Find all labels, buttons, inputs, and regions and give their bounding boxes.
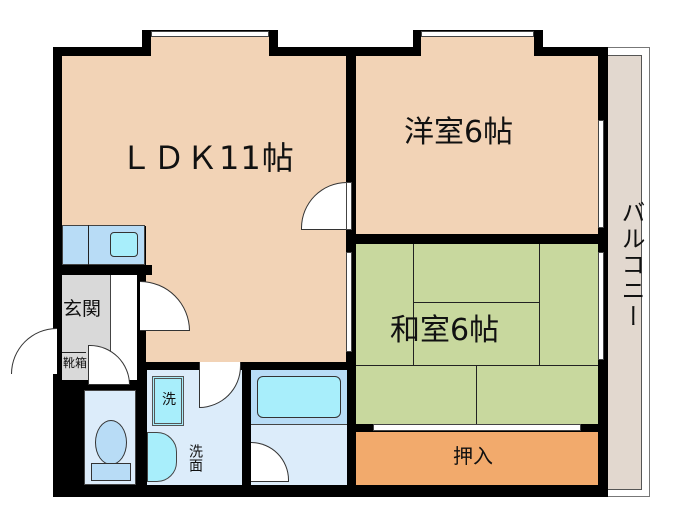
room-western (356, 56, 598, 234)
tatami-line (539, 244, 540, 365)
tatami-line (356, 365, 598, 366)
window-japanese-left (346, 252, 352, 352)
entrance-label: 玄関 (63, 298, 102, 320)
window-western-side (598, 120, 604, 228)
tatami-line (413, 244, 414, 365)
bay-western (421, 37, 534, 57)
shoe-box-line (62, 352, 86, 353)
bathtub (257, 376, 341, 418)
closet-label: 押入 (453, 444, 493, 468)
window-japanese-side (598, 252, 604, 360)
room-ldk (62, 56, 346, 226)
tatami-line (413, 302, 539, 303)
window-ldk-top (151, 31, 269, 37)
washroom-label: 洗面 (187, 444, 203, 472)
counter-divider (88, 225, 89, 265)
window-ldk-side (346, 182, 352, 230)
bay-ldk (151, 37, 269, 57)
closet-sliding-doors[interactable] (373, 424, 581, 431)
toilet-tank (91, 463, 131, 481)
washer-label: 洗 (162, 392, 176, 408)
room-ldk-lower (146, 226, 346, 362)
tatami-line (476, 365, 477, 424)
wash-basin (147, 432, 177, 482)
window-western-top (421, 31, 534, 37)
wall-kitchen-bottom (62, 265, 152, 275)
kitchen-sink (110, 232, 138, 257)
shoe-box-label: 靴箱 (63, 356, 88, 370)
western-label: 洋室6帖 (404, 115, 514, 150)
japanese-label: 和室6帖 (390, 313, 500, 348)
front-door[interactable] (11, 328, 57, 374)
room-closet (356, 432, 598, 485)
washer-space (152, 376, 184, 426)
ldk-label: ＬＤＫ11帖 (120, 139, 295, 177)
toilet-bowl (95, 420, 127, 465)
room-japanese (356, 244, 598, 424)
balcony-label: バルコニー (617, 200, 645, 330)
